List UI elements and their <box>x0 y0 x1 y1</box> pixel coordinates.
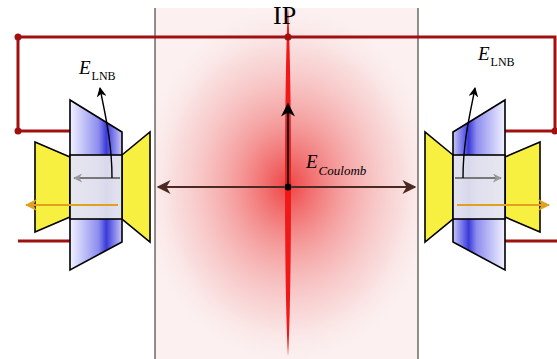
boundary-line <box>418 8 419 359</box>
field-subscript: Coulomb <box>319 164 367 177</box>
field-arrow <box>463 88 475 178</box>
field-arrow <box>74 177 120 179</box>
detector-left <box>35 100 150 270</box>
coulomb-arrow <box>158 186 284 188</box>
field-subscript: LNB <box>92 70 116 82</box>
field-symbol: E <box>79 58 91 77</box>
detector-right <box>425 100 540 270</box>
field-arrow <box>100 88 112 178</box>
coulomb-arrow <box>292 186 415 188</box>
point-label: IP <box>273 3 296 29</box>
boundary-line <box>155 8 156 359</box>
field-symbol: E <box>478 44 490 63</box>
polarization-arrow <box>457 204 549 206</box>
polarization-arrow <box>26 204 118 206</box>
field-arrow <box>287 104 289 184</box>
field-symbol: E <box>306 152 318 171</box>
field-subscript: LNB <box>491 56 515 68</box>
charge-dot <box>285 184 292 191</box>
beam-bunch <box>285 6 291 356</box>
field-arrow <box>455 177 501 179</box>
